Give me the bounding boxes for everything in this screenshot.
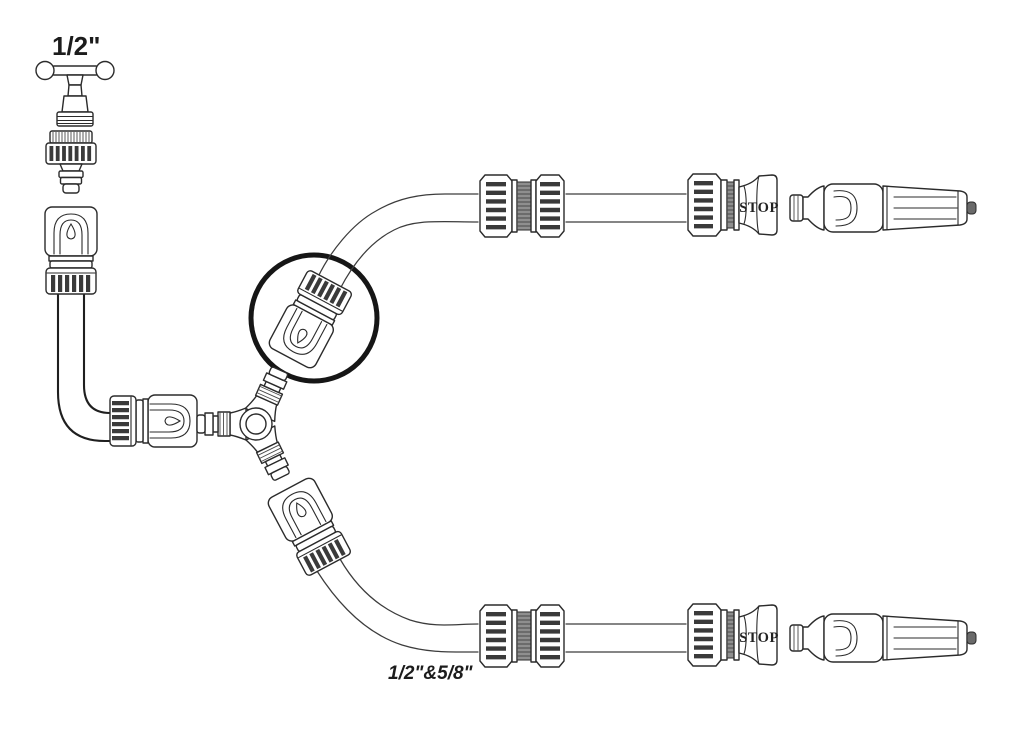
quick-connector-lower-icon [265,475,354,578]
hose-upper-branch-right [565,193,687,223]
hose-mender-upper-icon [479,174,565,238]
spray-nozzle-upper-icon [789,183,977,233]
highlight-circle [248,252,380,384]
hose-from-tap [56,291,116,443]
stop-label-lower: STOP [739,630,779,646]
tap-connector-icon [45,130,97,194]
hose-size-label: 1/2"&5/8" [388,663,474,684]
hose-mender-lower-icon [479,604,565,668]
spray-nozzle-lower-icon [789,613,977,663]
quick-connector-tap-side-icon [44,206,98,295]
highlighted-quick-connector-icon [266,268,355,371]
three-way-distributor-icon [196,362,297,485]
quick-connector-left-icon [109,394,198,448]
hose-lower-branch [316,558,479,653]
hose-lower-branch-right [565,623,687,653]
tap-size-label: 1/2" [52,31,100,61]
stop-label-upper: STOP [739,200,779,216]
hose-upper-branch [317,193,479,290]
faucet-tap-icon [35,60,115,127]
